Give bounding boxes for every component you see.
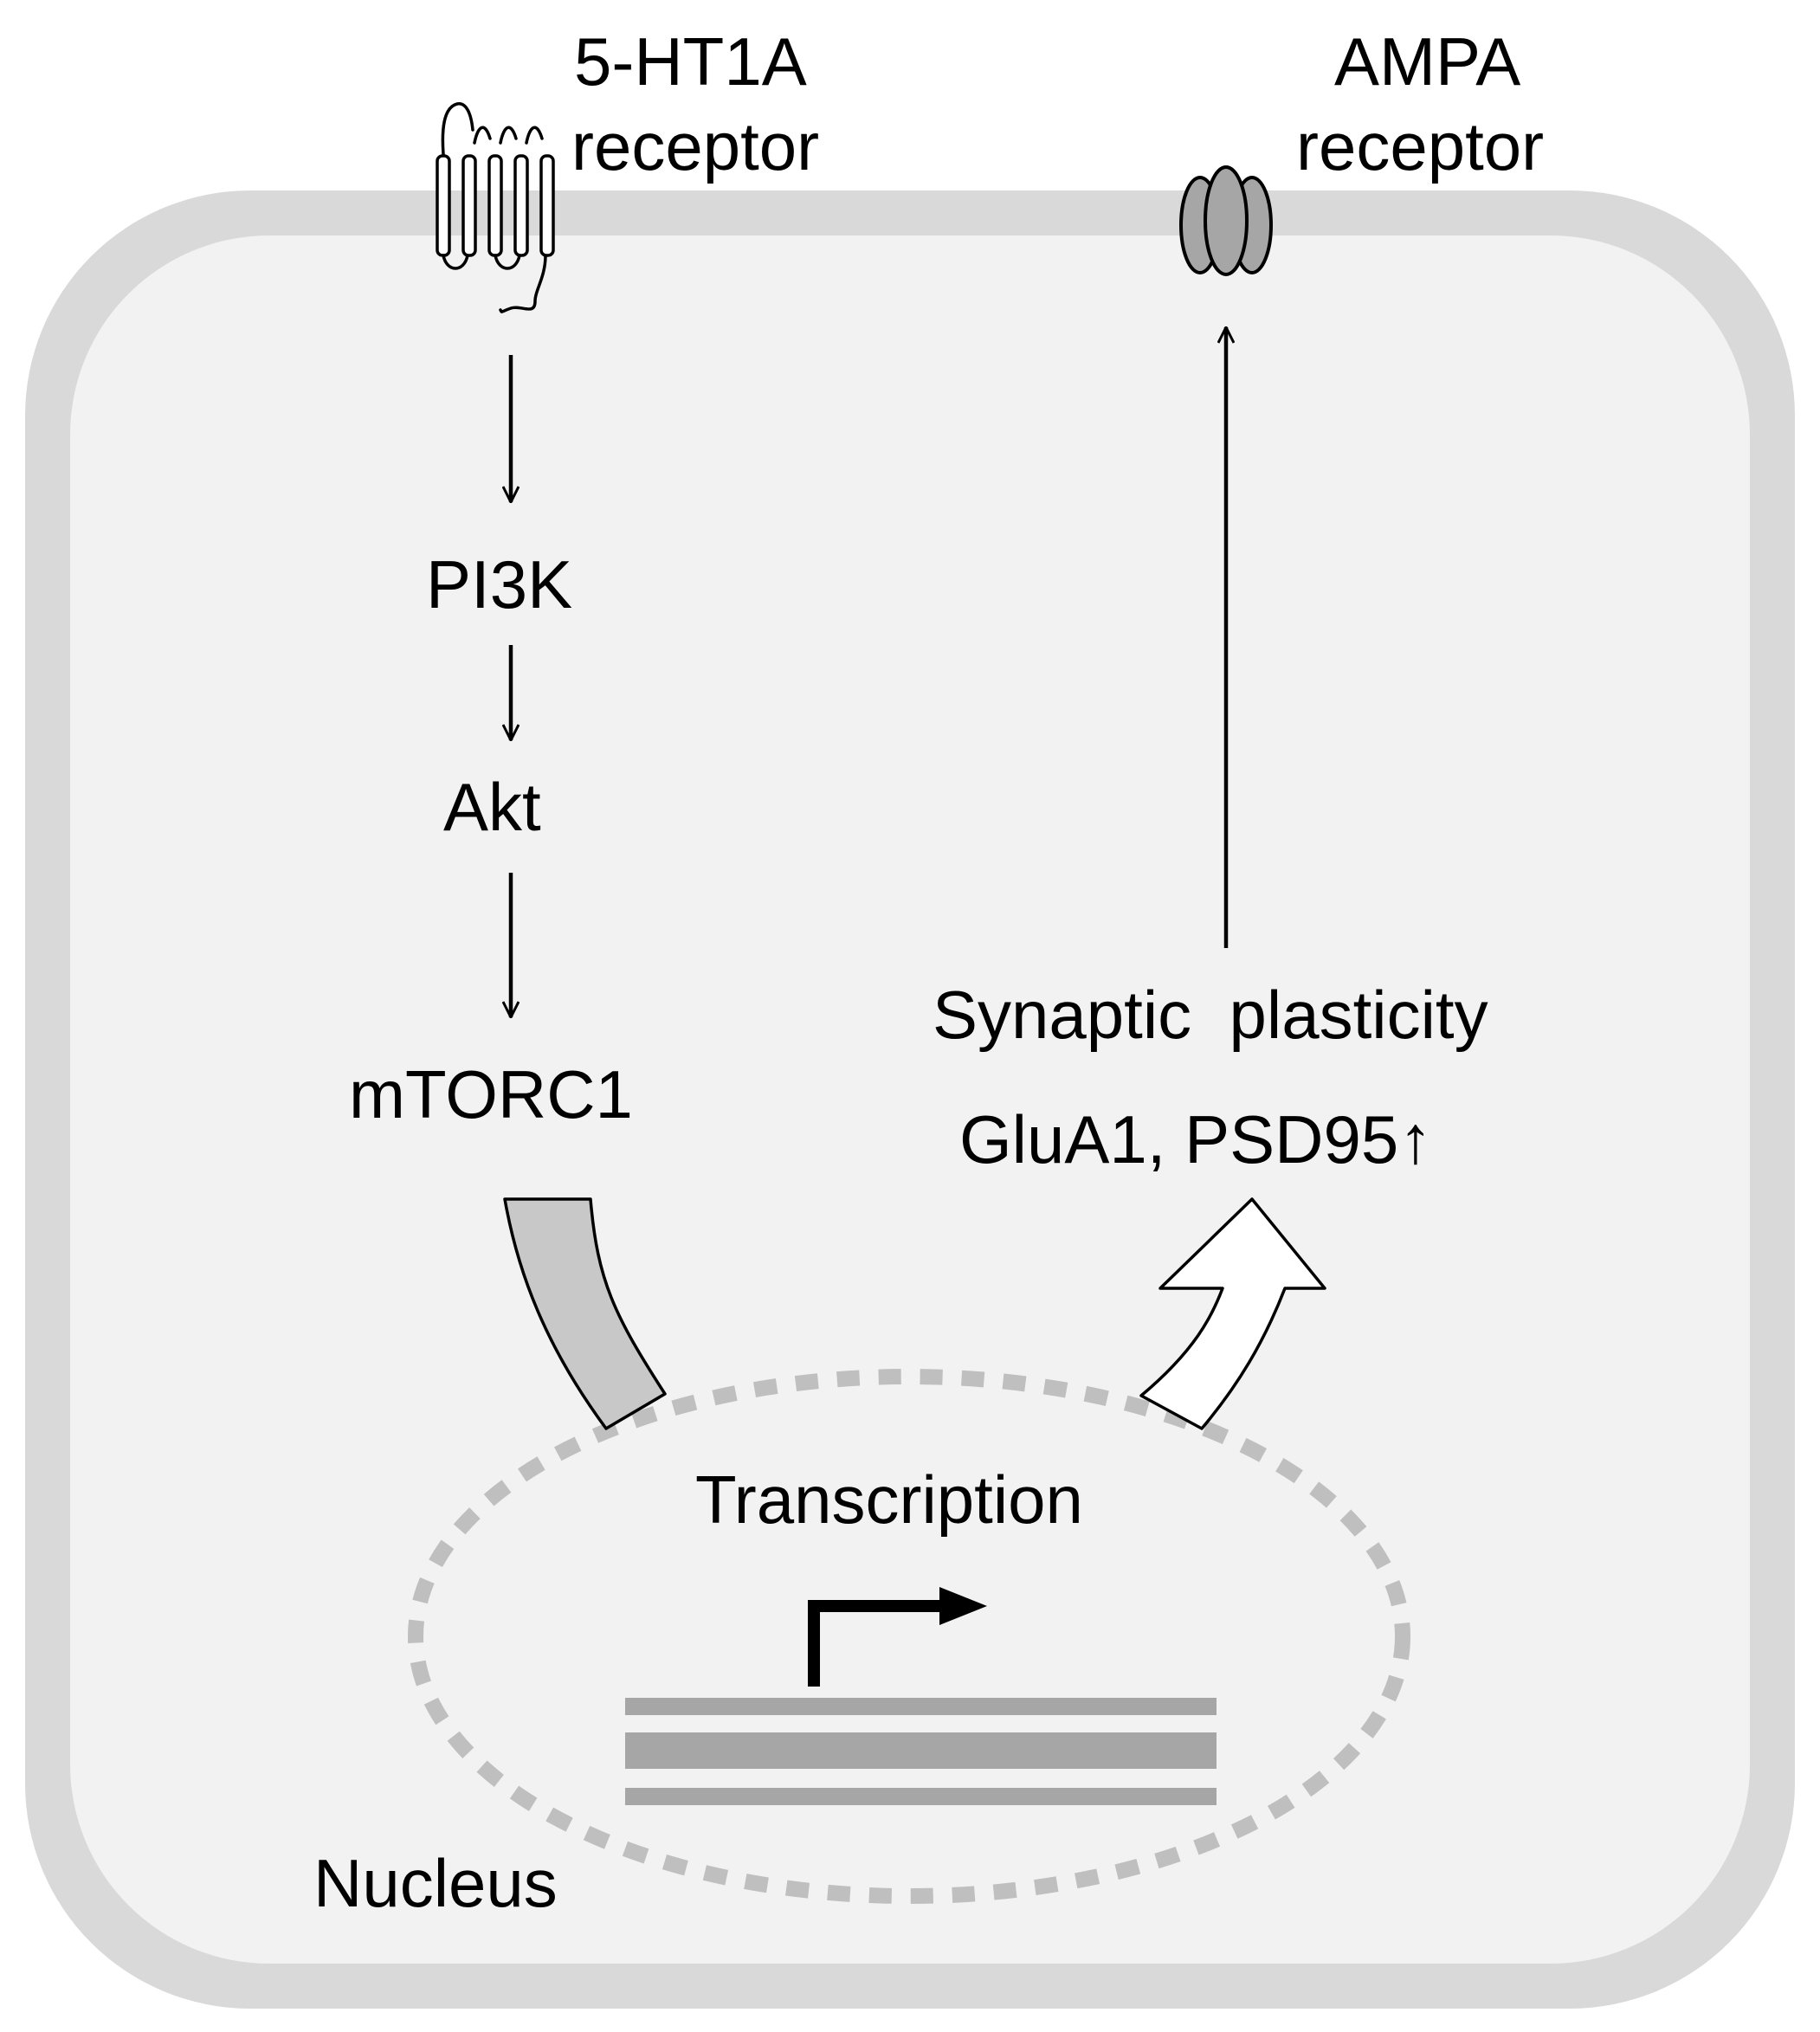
ht1a-receptor-icon: [436, 102, 555, 313]
dna-strand-bottom: [625, 1788, 1217, 1805]
nucleus-label: Nucleus: [313, 1845, 558, 1921]
dna-strand-top: [625, 1698, 1217, 1715]
ampa-receptor-name: AMPA: [1334, 23, 1521, 100]
mtorc1-label: mTORC1: [349, 1056, 633, 1132]
pi3k-label: PI3K: [426, 546, 573, 623]
synaptic-plasticity-label: Synaptic plasticity: [933, 977, 1488, 1053]
nucleus-envelope: [408, 1369, 1410, 1904]
ht1a-receptor-name: 5-HT1A: [574, 23, 807, 100]
transcription-start-arrow: [808, 1600, 944, 1687]
mtorc1-to-nucleus-arrow: [503, 1197, 667, 1430]
transcription-arrowhead: [939, 1587, 987, 1625]
ht1a-receptor-word: receptor: [571, 108, 820, 184]
ampa-receptor-icon: [1179, 165, 1273, 276]
nucleus-to-plasticity-arrow: [1139, 1197, 1326, 1430]
dna-strand-middle: [625, 1732, 1217, 1769]
glua1-psd95-label: GluA1, PSD95↑: [959, 1101, 1433, 1177]
akt-label: Akt: [443, 769, 541, 845]
transcription-label: Transcription: [695, 1461, 1083, 1538]
cell-cytoplasm: [70, 235, 1750, 1964]
ampa-receptor-word: receptor: [1296, 108, 1545, 184]
